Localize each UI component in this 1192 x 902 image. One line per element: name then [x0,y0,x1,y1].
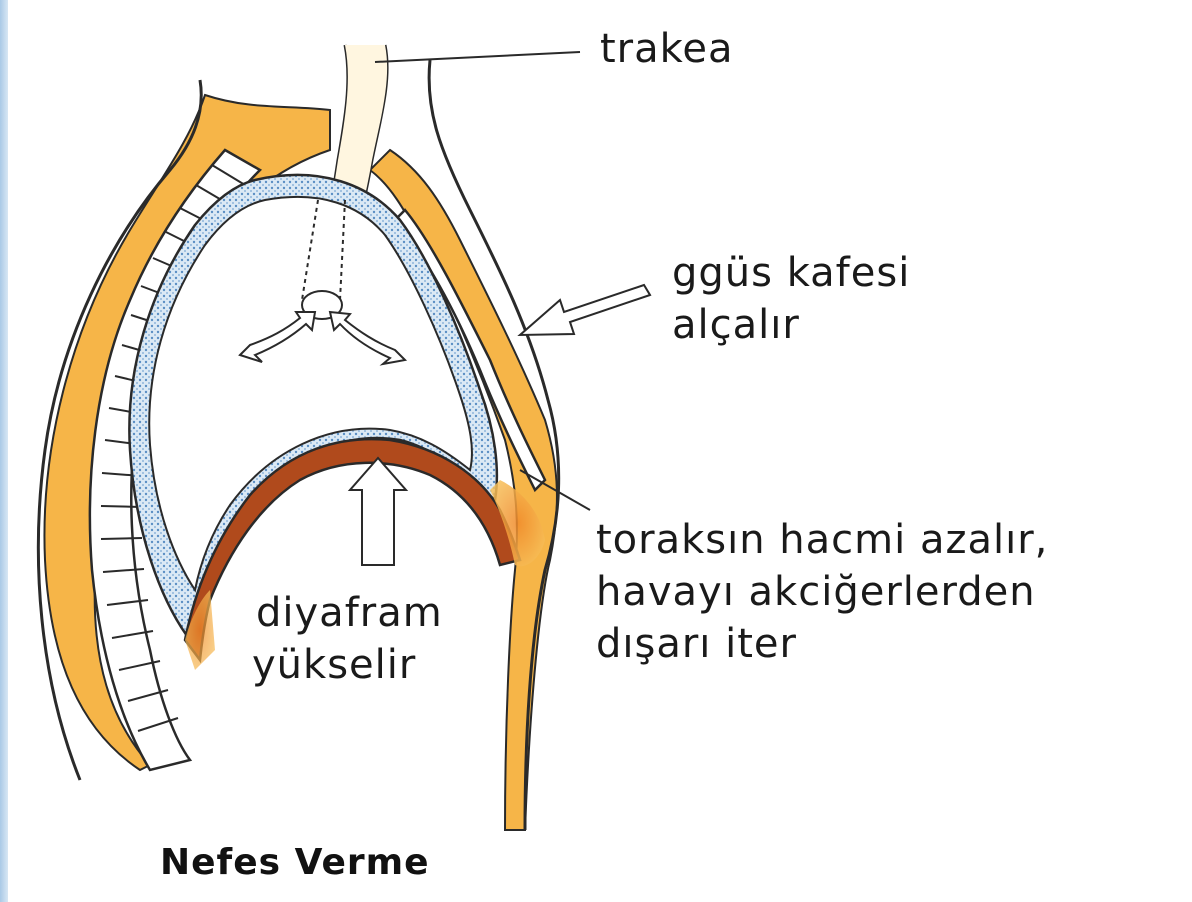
diaphragm-label-line2: yükselir [252,640,416,690]
diagram-title: Nefes Verme [160,842,430,883]
ribcage-label-line2: alçalır [672,300,800,350]
trachea-label: trakea [600,24,734,74]
thorax-label-line3: dışarı iter [596,619,797,669]
trachea-leader [375,52,580,62]
diaphragm-up-arrow [350,458,406,565]
diaphragm-label-line1: diyafram [256,588,443,638]
ribcage-arrow [520,285,650,335]
thorax-label-line1: toraksın hacmi azalır, [596,515,1048,565]
thorax-label-line2: havayı akciğerlerden [596,567,1036,617]
ribcage-label-line1: ggüs kafesi [672,248,910,298]
